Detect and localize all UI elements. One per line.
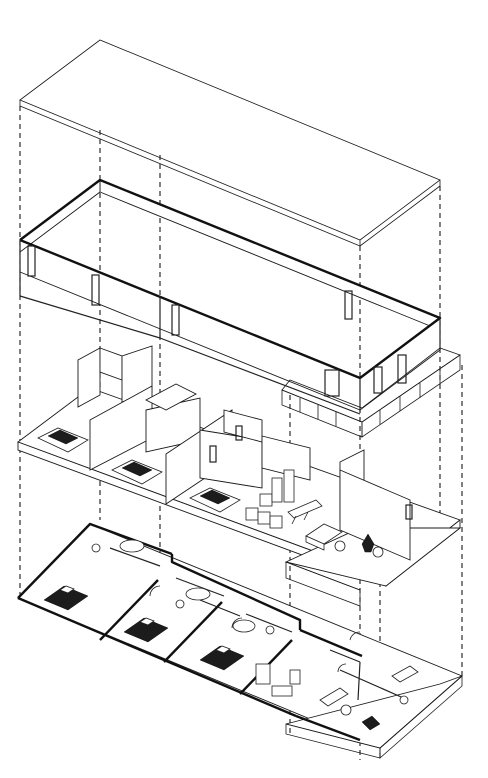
toilet-icon <box>91 543 275 635</box>
bed-icon <box>189 487 241 513</box>
chair-icon <box>340 704 381 731</box>
walls-layer <box>19 178 461 438</box>
interior-layer <box>17 345 462 607</box>
roof-layer <box>19 39 441 247</box>
bed-icon <box>111 459 163 485</box>
bed-icon <box>37 427 89 453</box>
floor-plan-layer <box>17 522 463 759</box>
sofa-icon <box>391 665 419 705</box>
bathtub-icon <box>119 539 256 633</box>
bed-icon <box>123 617 169 643</box>
chair-icon <box>334 533 384 558</box>
dining-table-icon <box>319 687 349 707</box>
dining-table-icon <box>287 499 323 525</box>
kitchen-counter-icon <box>255 663 301 697</box>
kitchen-counter-icon <box>245 469 295 529</box>
sofa-icon <box>305 523 343 551</box>
bed-icon <box>199 645 245 671</box>
bed-icon <box>43 585 89 611</box>
